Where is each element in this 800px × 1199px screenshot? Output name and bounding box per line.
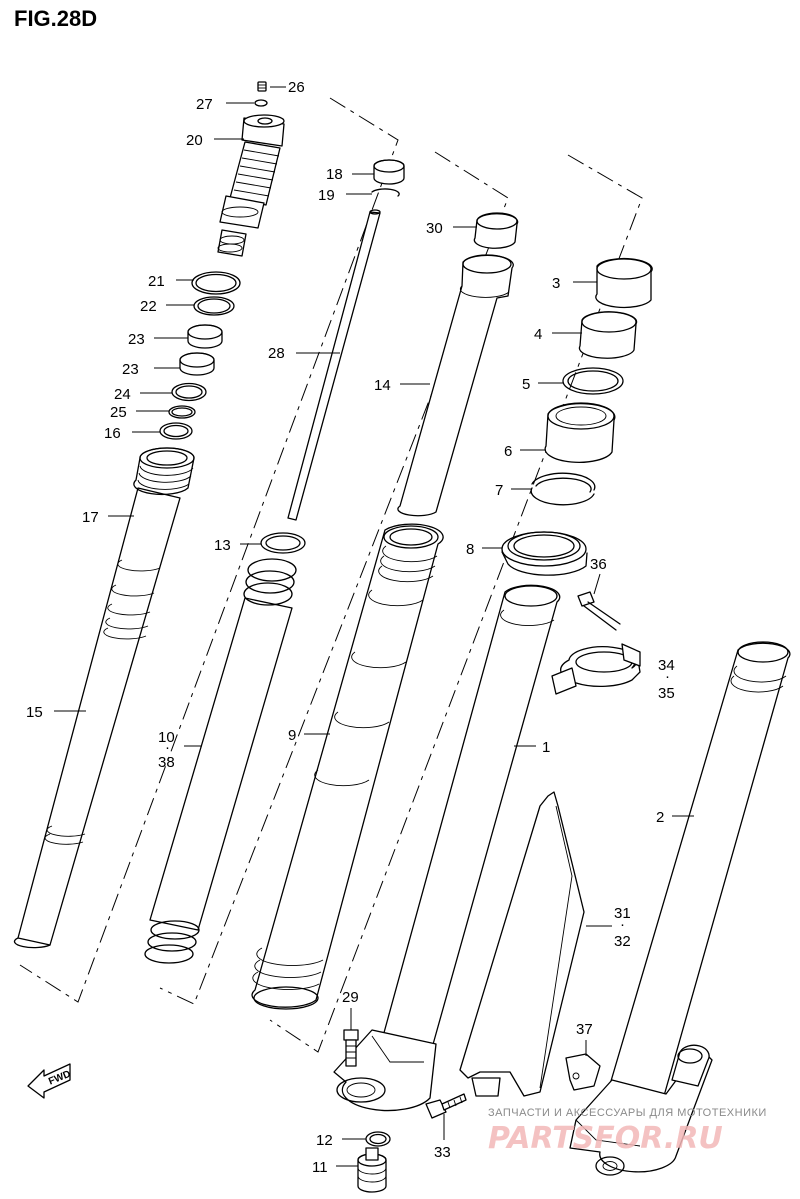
figure-title: FIG.28D <box>14 6 97 31</box>
part-34-clamp <box>551 643 641 695</box>
callout-10: 10 <box>158 729 175 746</box>
part-10-spring <box>144 558 297 964</box>
tube-group <box>251 212 519 1010</box>
part-27-washer <box>254 99 268 107</box>
callout-18: 18 <box>326 166 343 183</box>
callout-16: 16 <box>104 425 121 442</box>
part-3-bushing <box>595 257 653 309</box>
part-9-tube <box>251 523 444 1010</box>
callout-29: 29 <box>342 989 359 1006</box>
callout-23a: 23 <box>128 331 145 348</box>
callout-22: 22 <box>140 298 157 315</box>
leader-lines <box>54 86 694 1167</box>
callout-27: 27 <box>196 96 213 113</box>
callout-1: 1 <box>542 739 550 756</box>
callout-2: 2 <box>656 809 664 826</box>
callout-37: 37 <box>576 1021 593 1038</box>
part-1-outer-tube <box>333 584 561 1112</box>
callout-15: 15 <box>26 704 43 721</box>
part-20-damper-assembly <box>217 114 285 257</box>
callout-38: 38 <box>158 754 175 771</box>
callout-labels: 26 27 20 18 19 30 3 21 22 4 23 28 23 14 … <box>26 79 675 1176</box>
part-23-bushing-b <box>179 352 215 376</box>
watermark: ЗАПЧАСТИ И АКСЕССУАРЫ ДЛЯ МОТОТЕХНИКИ PA… <box>488 1107 767 1156</box>
callout-13: 13 <box>214 537 231 554</box>
part-36-bolt <box>577 591 621 631</box>
callout-20: 20 <box>186 132 203 149</box>
part-12-washer <box>365 1131 391 1147</box>
outer-tube-right-group <box>333 257 653 1112</box>
part-29-bolt <box>343 1029 359 1067</box>
right-leg-group <box>459 641 791 1176</box>
callout-24: 24 <box>114 386 131 403</box>
callout-14: 14 <box>374 377 391 394</box>
callout-17: 17 <box>82 509 99 526</box>
callout-8: 8 <box>466 541 474 558</box>
callout-33: 33 <box>434 1144 451 1161</box>
callout-28: 28 <box>268 345 285 362</box>
part-25-clip <box>168 405 196 419</box>
callout-23b: 23 <box>122 361 139 378</box>
part-37-bracket <box>565 1053 601 1091</box>
callout-32: 32 <box>614 933 631 950</box>
part-31-32-fork-guard <box>459 791 585 1097</box>
callout-34-35-separator: · <box>665 668 670 685</box>
part-7-stopper-ring <box>530 472 596 506</box>
part-13-washer <box>260 532 306 554</box>
damper-cartridge-group <box>13 81 285 949</box>
watermark-caption: ЗАПЧАСТИ И АКСЕССУАРЫ ДЛЯ МОТОТЕХНИКИ <box>488 1107 767 1119</box>
part-23-bushing-a <box>187 324 223 349</box>
part-24-ring <box>171 382 207 402</box>
part-26-bolt <box>257 81 267 92</box>
part-2-outer-tube <box>569 641 791 1176</box>
callout-19: 19 <box>318 187 335 204</box>
fwd-arrow-icon <box>27 1063 71 1099</box>
callout-34: 34 <box>658 657 675 674</box>
part-18-collar <box>373 159 405 185</box>
part-28-rod <box>287 209 381 521</box>
callout-10-38-separator: · <box>165 739 170 756</box>
callout-11: 11 <box>312 1159 328 1176</box>
callout-9: 9 <box>288 727 296 744</box>
part-6-oil-seal <box>544 402 616 463</box>
callout-35: 35 <box>658 685 675 702</box>
callout-12: 12 <box>316 1132 333 1149</box>
callout-26: 26 <box>288 79 305 96</box>
callout-31-32-separator: · <box>620 916 625 933</box>
part-5-washer <box>562 367 624 395</box>
fwd-direction-badge: FWD <box>27 1063 72 1099</box>
hardware-group <box>343 1029 467 1193</box>
part-8-dust-seal <box>501 531 588 576</box>
callout-25: 25 <box>110 404 127 421</box>
part-16-seal <box>159 422 193 440</box>
callout-6: 6 <box>504 443 512 460</box>
part-22-ring <box>193 296 235 316</box>
spring-and-rod-group <box>144 159 405 964</box>
assembly-outlines <box>19 97 643 1053</box>
part-14-sleeve <box>397 254 514 517</box>
part-17-15-inner-tube <box>13 447 195 949</box>
callout-36: 36 <box>590 556 607 573</box>
part-19-snap-ring <box>371 188 400 197</box>
part-21-oring <box>191 271 241 295</box>
part-33-bolt <box>425 1093 467 1119</box>
callout-4: 4 <box>534 326 542 343</box>
callout-3: 3 <box>552 275 560 292</box>
part-4-bushing <box>578 311 638 359</box>
callout-31: 31 <box>614 905 631 922</box>
callout-7: 7 <box>495 482 503 499</box>
part-11-bolt <box>357 1147 387 1193</box>
callout-5: 5 <box>522 376 530 393</box>
watermark-logo: PARTSFOR.RU <box>488 1121 723 1156</box>
callout-21: 21 <box>148 273 165 290</box>
part-30-cap <box>473 212 519 249</box>
callout-30: 30 <box>426 220 443 237</box>
